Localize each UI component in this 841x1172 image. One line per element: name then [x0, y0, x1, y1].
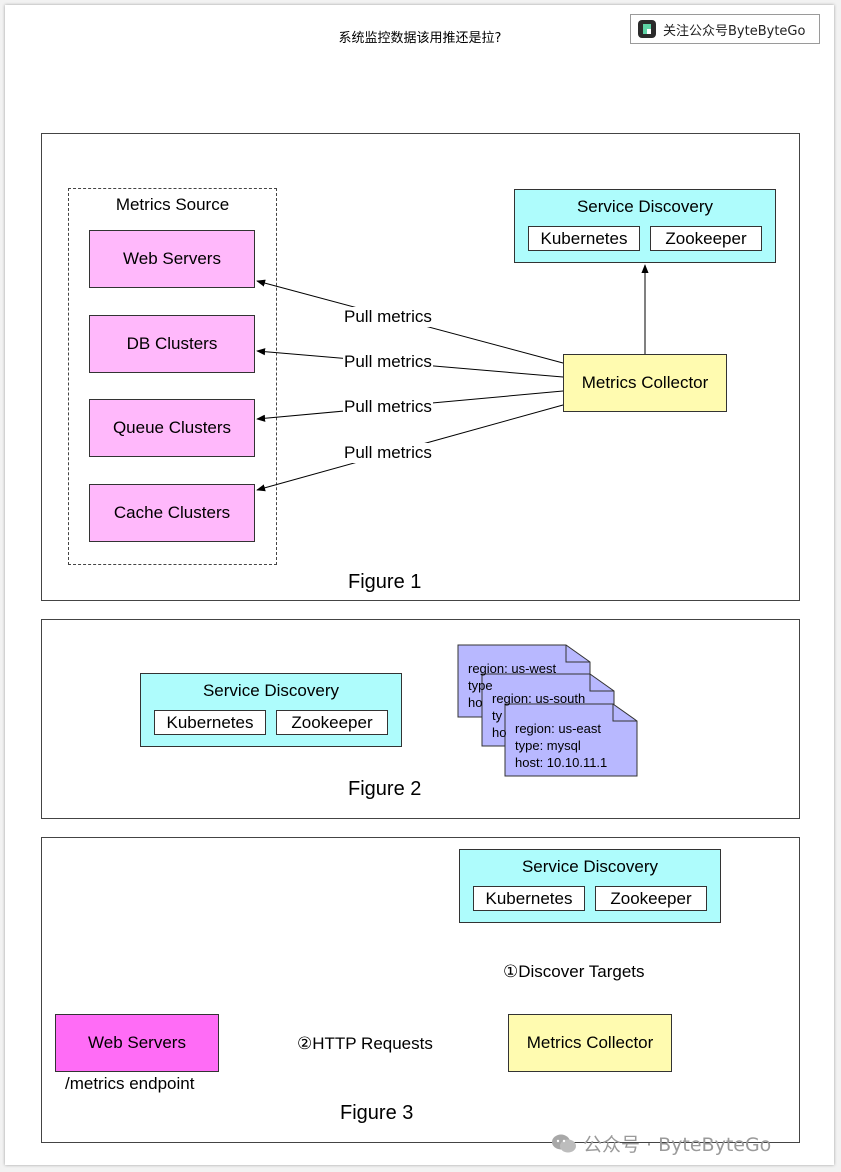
badge-text: 关注公众号ByteByteGo	[663, 23, 806, 39]
web-servers-box-fig3: Web Servers	[55, 1014, 219, 1072]
metrics-endpoint-label: /metrics endpoint	[65, 1074, 195, 1093]
http-requests-label: ②HTTP Requests	[296, 1034, 434, 1054]
zookeeper-box-fig1: Zookeeper	[650, 226, 762, 251]
kubernetes-box-fig1: Kubernetes	[528, 226, 640, 251]
doc-east-text: region: us-east type: mysql host: 10.10.…	[515, 721, 608, 770]
page: 系统监控数据该用推还是拉? 关注公众号ByteByteGo Metrics So…	[5, 5, 834, 1165]
watermark: 公众号 · ByteByteGo	[551, 1130, 771, 1157]
target-documents	[457, 644, 638, 777]
follow-badge[interactable]: 关注公众号ByteByteGo	[630, 14, 820, 44]
metrics-source-label: Metrics Source	[115, 195, 230, 214]
metrics-collector-box-fig1: Metrics Collector	[563, 354, 727, 412]
figure1-caption: Figure 1	[348, 571, 422, 593]
db-clusters-box: DB Clusters	[89, 315, 255, 373]
kubernetes-box-fig3: Kubernetes	[473, 886, 585, 911]
cache-clusters-box: Cache Clusters	[89, 484, 255, 542]
queue-clusters-box: Queue Clusters	[89, 399, 255, 457]
service-discovery-label-fig2: Service Discovery	[202, 681, 340, 700]
doc-south-text: region: us-south ty ho	[492, 691, 586, 740]
web-servers-box: Web Servers	[89, 230, 255, 288]
bytebytego-logo-icon	[638, 20, 656, 38]
metrics-source-group	[68, 188, 277, 565]
pull-label-cache: Pull metrics	[343, 443, 433, 463]
doc-west-text: region: us-west type ho	[468, 661, 557, 710]
kubernetes-box-fig2: Kubernetes	[154, 710, 266, 735]
pull-label-db: Pull metrics	[343, 352, 433, 372]
metrics-collector-box-fig3: Metrics Collector	[508, 1014, 672, 1072]
figure2-caption: Figure 2	[348, 778, 422, 800]
figure3-caption: Figure 3	[340, 1102, 414, 1124]
discover-targets-label: ①Discover Targets	[502, 962, 646, 982]
page-title: 系统监控数据该用推还是拉?	[338, 31, 502, 46]
pull-label-queue: Pull metrics	[343, 397, 433, 417]
zookeeper-box-fig2: Zookeeper	[276, 710, 388, 735]
pull-label-web: Pull metrics	[343, 307, 433, 327]
zookeeper-box-fig3: Zookeeper	[595, 886, 707, 911]
service-discovery-label-fig3: Service Discovery	[521, 857, 659, 876]
service-discovery-label-fig1: Service Discovery	[576, 197, 714, 216]
wechat-icon	[552, 1134, 576, 1152]
watermark-text: 公众号 · ByteByteGo	[583, 1134, 772, 1156]
doc-east-shape	[504, 703, 638, 777]
